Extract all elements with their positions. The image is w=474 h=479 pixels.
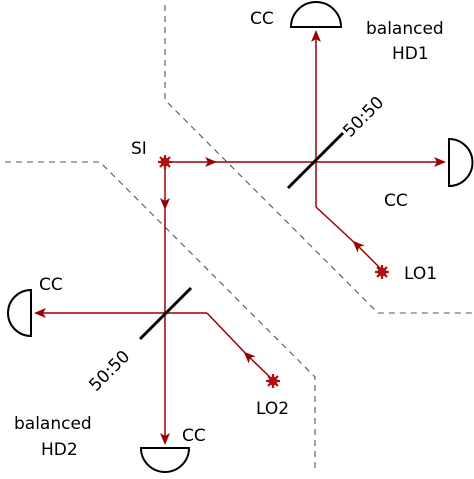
- beam-lo2-diagonal: [243, 351, 274, 381]
- divider-lower: [5, 161, 316, 470]
- label-hd1-line1: balanced: [366, 19, 444, 39]
- beam-lo1-to-bs1: [315, 206, 359, 247]
- label-lo1: LO1: [404, 264, 437, 284]
- label-lo2: LO2: [256, 399, 289, 419]
- beam-lo1-diagonal: [352, 240, 383, 271]
- label-cc-hd2-left: CC: [39, 275, 63, 295]
- label-hd2-line2: HD2: [41, 440, 78, 460]
- label-cc-hd1-top: CC: [250, 9, 274, 29]
- label-hd1-line2: HD1: [392, 44, 429, 64]
- beamsplitter-1: [286, 131, 345, 190]
- divider-upper: [164, 5, 474, 314]
- label-bs2-ratio: 50:50: [85, 347, 134, 396]
- detector-hd1-top: [289, 1, 343, 28]
- detector-hd1-right: [448, 137, 474, 188]
- source-si-icon: [158, 155, 172, 169]
- detector-hd2-left: [7, 288, 32, 338]
- label-cc-hd1-right: CC: [384, 191, 408, 211]
- label-hd2-line1: balanced: [14, 414, 92, 434]
- label-si: SI: [131, 139, 147, 159]
- source-lo2-icon: [266, 374, 280, 388]
- source-lo1-icon: [375, 265, 389, 279]
- beamsplitter-2: [138, 286, 193, 341]
- label-bs1-ratio: 50:50: [339, 93, 388, 142]
- detector-hd2-bottom: [139, 447, 191, 473]
- label-cc-hd2-bottom: CC: [182, 426, 206, 446]
- beam-lo2-to-bs2: [206, 312, 250, 358]
